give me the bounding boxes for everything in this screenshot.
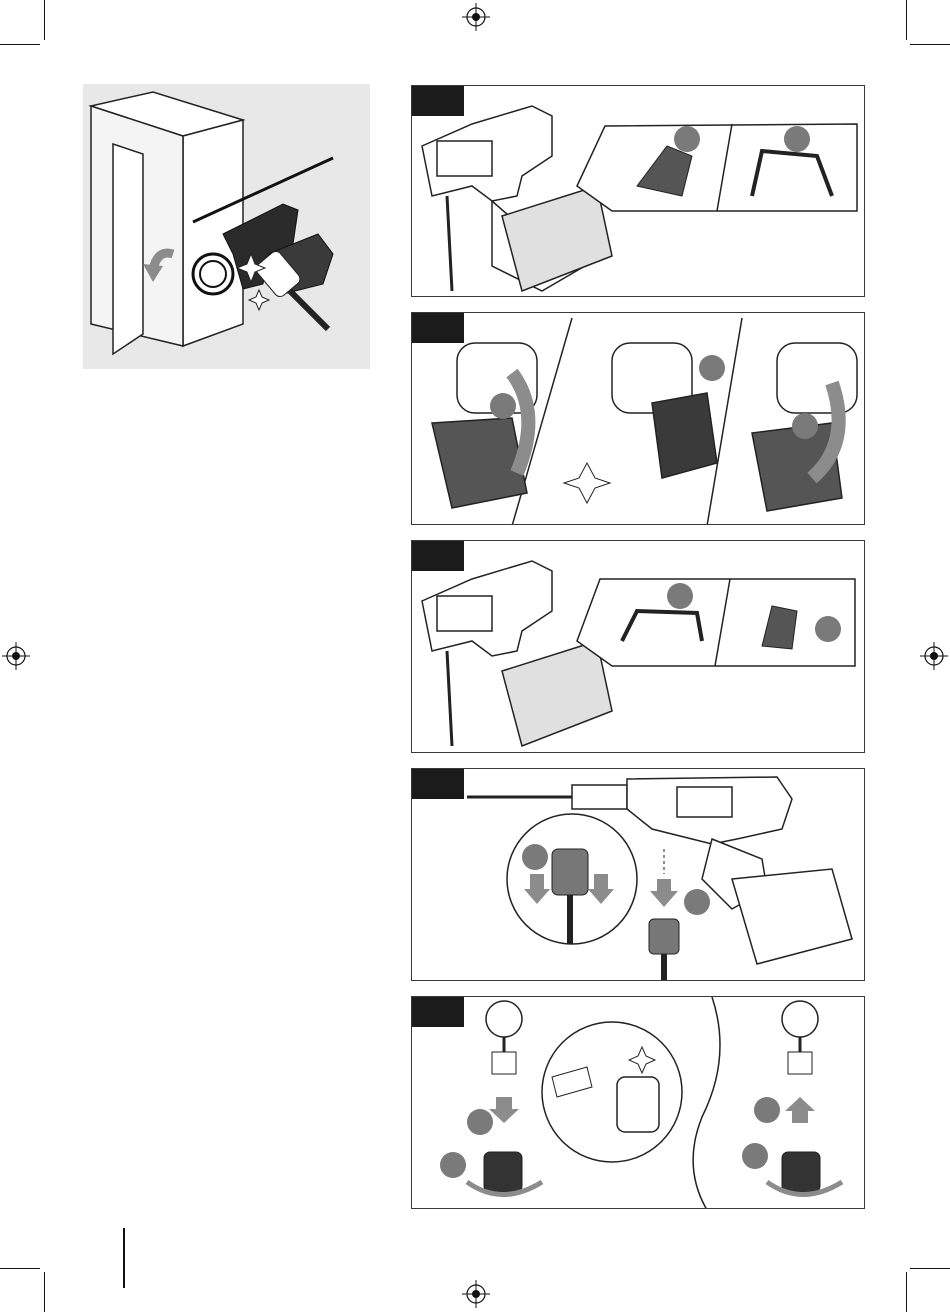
step-4-circle-b <box>684 889 710 915</box>
step-4-circle-a <box>522 844 548 870</box>
step-2-panel <box>411 312 865 525</box>
registration-mark-left-icon <box>2 642 30 670</box>
step-3-circle-b <box>815 616 841 642</box>
page-margin-rule <box>123 1228 125 1288</box>
filter-clean-icon <box>412 997 865 1209</box>
step-3-circle-a <box>667 583 693 609</box>
crop-mark-top-left-v <box>44 0 45 40</box>
step-2-tag <box>412 313 464 343</box>
step-3-tag <box>412 541 464 571</box>
step-2-circle-c <box>792 413 818 439</box>
crop-mark-top-right-h <box>910 44 950 45</box>
registration-mark-bottom-icon <box>462 1280 490 1308</box>
step-5-tag <box>412 997 464 1027</box>
battery-latch-close-icon <box>412 541 865 753</box>
step-5-circle-b <box>440 1152 466 1178</box>
crop-mark-bottom-left-h <box>0 1268 40 1269</box>
step-3-panel <box>411 540 865 753</box>
hose-connector-detach-icon <box>412 769 865 981</box>
cabinet-storage-icon <box>83 84 370 369</box>
crop-mark-bottom-left-v <box>44 1272 45 1312</box>
crop-mark-bottom-right-h <box>910 1268 950 1269</box>
step-1-circle-b <box>784 126 810 152</box>
step-1-circle-a <box>674 126 700 152</box>
step-5-circle-d <box>742 1143 768 1169</box>
step-4-panel <box>411 768 865 981</box>
crop-mark-top-right-v <box>906 0 907 40</box>
step-4-tag <box>412 769 464 799</box>
step-2-circle-b <box>699 355 725 381</box>
step-5-panel <box>411 996 865 1209</box>
step-1-tag <box>412 86 464 116</box>
step-5-circle-c <box>754 1097 780 1123</box>
crop-mark-bottom-right-v <box>906 1272 907 1312</box>
storage-figure <box>83 84 370 369</box>
battery-latch-open-icon <box>412 86 865 297</box>
step-1-panel <box>411 85 865 297</box>
registration-mark-right-icon <box>920 642 948 670</box>
crop-mark-top-left-h <box>0 44 40 45</box>
step-2-circle-a <box>490 393 516 419</box>
registration-mark-top-icon <box>462 3 490 31</box>
step-5-circle-a <box>467 1109 493 1135</box>
